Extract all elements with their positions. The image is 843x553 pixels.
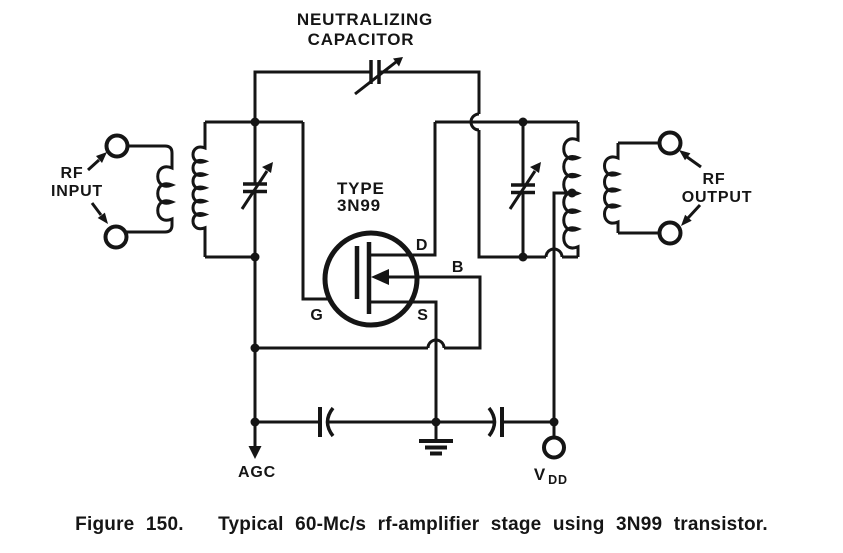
junction-dot	[250, 252, 260, 262]
wire-coil-tap-to-vdd	[552, 191, 572, 422]
junction-dot	[250, 117, 260, 127]
output-arrow-bottom-shaft	[686, 203, 702, 220]
rf-output-label-line2: OUTPUT	[682, 189, 753, 206]
bypass-cap-right-plate-curved	[487, 406, 497, 438]
output-varcap-arrow-head	[530, 162, 541, 173]
wire-bulk-lead	[389, 275, 482, 350]
transistor-type-label-line1: TYPE	[337, 179, 385, 198]
junction-dot	[518, 117, 528, 127]
wire-neutralizing-right	[380, 70, 481, 114]
output-primary-coil	[562, 122, 582, 257]
vdd-label-main: V	[534, 465, 546, 484]
junction-dot	[518, 252, 528, 262]
agc-arrow-head	[248, 446, 262, 459]
transistor-type-label-line2: 3N99	[337, 196, 381, 215]
bulk-arrow-head	[371, 269, 389, 285]
transistor-3n99: TYPE 3N99 G D B S	[255, 122, 482, 422]
output-arrow-top-head	[679, 150, 691, 161]
wire-drain-lead	[369, 122, 437, 257]
rf-input-terminal-bottom	[103, 224, 129, 250]
input-arrow-bottom-head	[97, 212, 108, 224]
rf-output-label-line1: RF	[703, 171, 726, 188]
figure-caption-text: Typical 60-Mc/s rf-amplifier stage using…	[218, 514, 768, 535]
output-tank-circuit	[435, 120, 582, 422]
variable-arrow-shaft	[354, 60, 397, 96]
bias-and-bypass-section: AGC V DD	[238, 406, 568, 487]
vdd-terminal	[542, 435, 566, 460]
agc-label: AGC	[238, 464, 276, 481]
rf-output-terminal-top	[657, 130, 683, 156]
junction-dot-coil-tap	[567, 188, 577, 198]
rf-input-terminal-top	[104, 133, 130, 159]
rf-output-terminal-bottom	[657, 220, 683, 246]
junction-dot-vdd	[549, 417, 559, 427]
input-arrow-bottom-shaft	[90, 202, 103, 216]
figure-caption-label: Figure 150.	[75, 514, 184, 535]
wire-neutralizing-left	[253, 70, 370, 122]
input-varcap-arrow-shaft	[240, 170, 269, 210]
output-secondary-coil	[603, 143, 623, 233]
input-varcap-arrow-head	[262, 162, 273, 173]
junction-dot	[250, 417, 260, 427]
input-tank-circuit	[205, 120, 303, 422]
output-arrow-top-shaft	[686, 155, 702, 169]
input-arrow-top-head	[96, 152, 107, 163]
rf-input-label-line2: INPUT	[51, 183, 103, 200]
input-primary-coil	[126, 144, 177, 234]
output-arrow-bottom-head	[681, 214, 692, 226]
input-arrow-top-shaft	[86, 158, 101, 172]
rf-output-section: RF OUTPUT	[603, 130, 753, 246]
neutralizing-label-line1: NEUTRALIZING	[297, 10, 433, 29]
junction-dots	[250, 117, 577, 427]
junction-dot-ground	[431, 417, 441, 427]
wire-source-lead	[369, 300, 438, 422]
output-varcap-arrow-shaft	[508, 170, 537, 210]
input-secondary-coil	[191, 122, 210, 257]
vdd-label-subscript: DD	[548, 473, 568, 487]
drain-terminal-label: D	[416, 237, 428, 254]
junction-dot	[250, 343, 260, 353]
gate-terminal-label: G	[310, 307, 323, 324]
rf-input-section: RF INPUT	[51, 122, 210, 257]
rf-input-label-line1: RF	[61, 165, 84, 182]
neutralizing-label-line2: CAPACITOR	[308, 30, 415, 49]
figure-caption: Figure 150. Typical 60-Mc/s rf-amplifier…	[0, 514, 843, 536]
bulk-terminal-label: B	[452, 259, 464, 276]
source-terminal-label: S	[417, 307, 428, 324]
neutralizing-capacitor: NEUTRALIZING CAPACITOR	[253, 10, 546, 259]
variable-arrow-head	[393, 57, 403, 67]
